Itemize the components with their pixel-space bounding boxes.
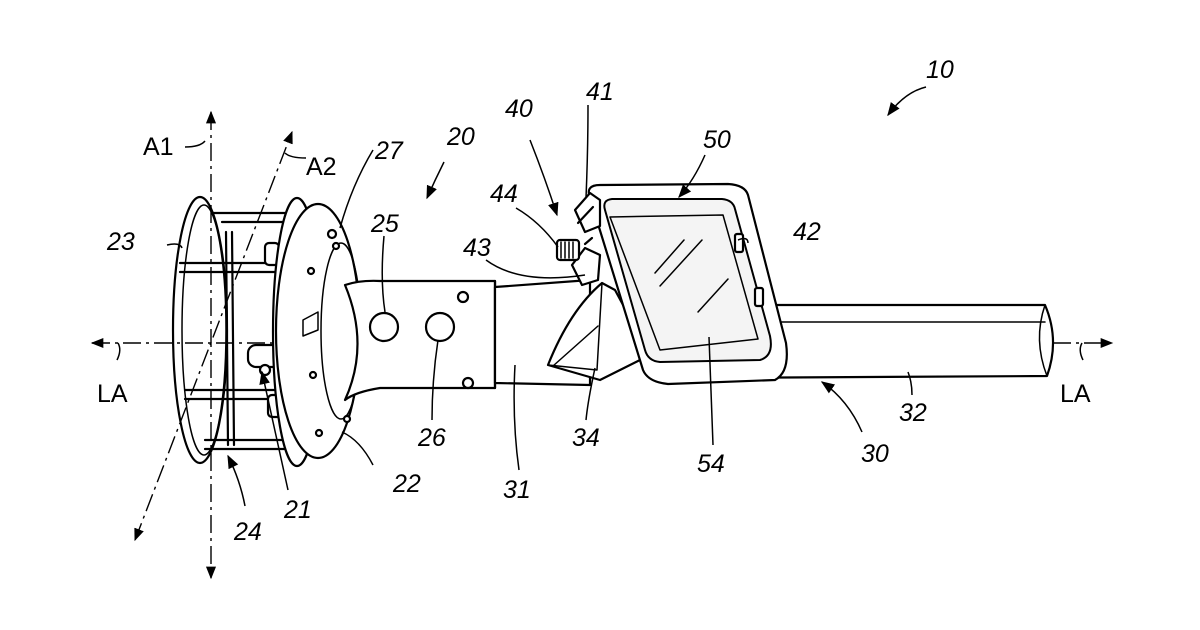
- leader-40: [530, 140, 557, 215]
- ref-25: 25: [370, 210, 399, 238]
- ref-27: 27: [374, 137, 404, 165]
- port-25: [370, 313, 398, 341]
- axis-label-a2: A2: [306, 153, 337, 181]
- ref-23: 23: [106, 228, 135, 256]
- ref-40: 40: [505, 95, 533, 123]
- ref-10: 10: [926, 56, 954, 84]
- ref-50: 50: [703, 126, 731, 154]
- ref-21: 21: [283, 496, 312, 524]
- ref-26: 26: [417, 424, 446, 452]
- axis-label-la-left: LA: [97, 380, 128, 408]
- clasp-40: [557, 193, 600, 285]
- port-26: [426, 313, 454, 341]
- ref-42: 42: [793, 218, 821, 246]
- ref-44: 44: [490, 180, 518, 208]
- leader-20: [427, 162, 444, 198]
- axis-label-la-right: LA: [1060, 380, 1091, 408]
- ref-22: 22: [392, 470, 421, 498]
- ref-41: 41: [586, 78, 614, 106]
- ref-32: 32: [899, 399, 927, 427]
- ref-30: 30: [861, 440, 889, 468]
- leader-30: [822, 382, 862, 432]
- side-button-42: [735, 234, 743, 252]
- ref-54: 54: [697, 450, 725, 478]
- ref-20: 20: [446, 123, 475, 151]
- ref-43: 43: [463, 234, 491, 262]
- ref-34: 34: [572, 424, 600, 452]
- axis-a2-line: [135, 132, 292, 540]
- axis-label-a1: A1: [143, 133, 174, 161]
- flange-22: [273, 198, 361, 466]
- ref-24: 24: [233, 518, 262, 546]
- ref-31: 31: [503, 476, 531, 504]
- flange-bolt-hole: [328, 230, 336, 238]
- leader-10: [888, 87, 926, 115]
- leader-24: [228, 456, 245, 506]
